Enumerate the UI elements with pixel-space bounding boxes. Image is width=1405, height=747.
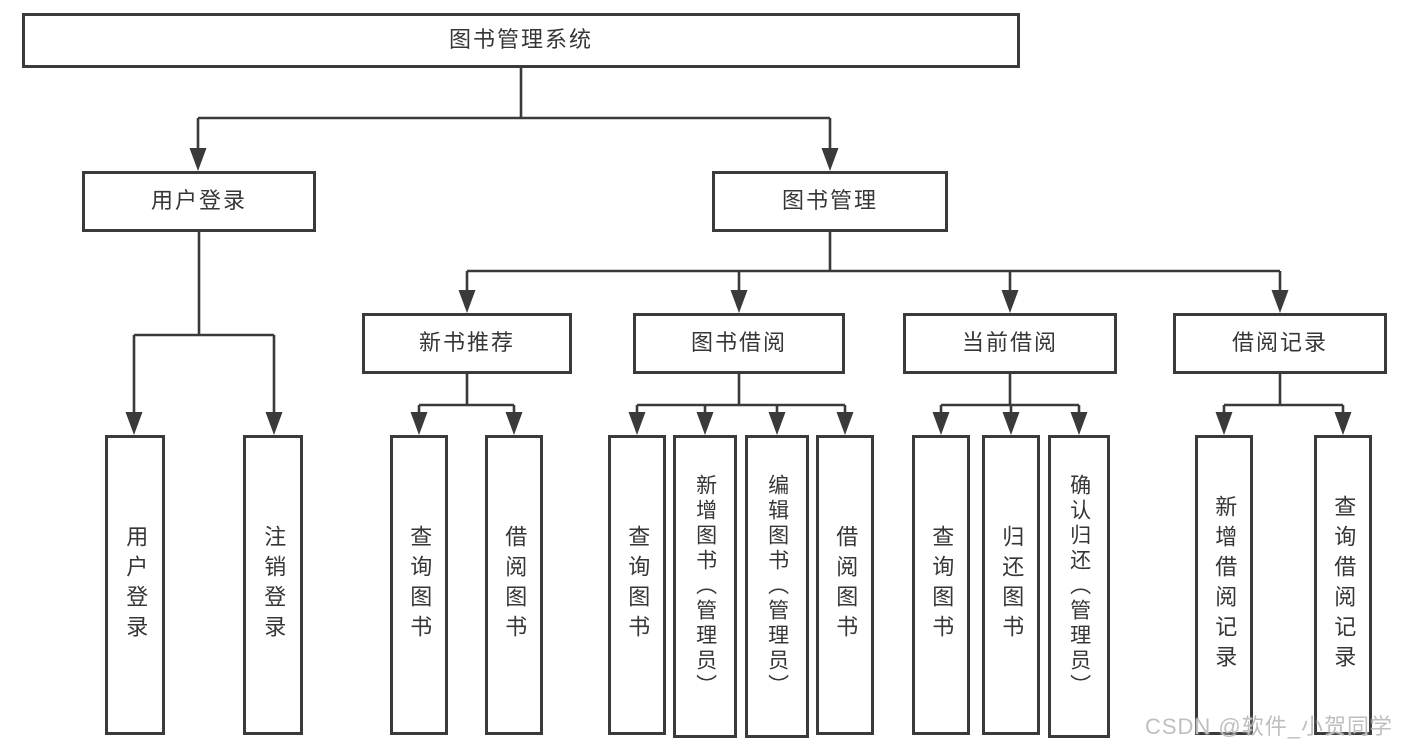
node-book-management: 图书管理 xyxy=(712,171,948,232)
node-leaf-user-login: 用户登录 xyxy=(105,435,165,735)
node-user-login: 用户登录 xyxy=(82,171,316,232)
node-root: 图书管理系统 xyxy=(22,13,1020,68)
node-leaf-edit-book-admin: 编辑图书（管理员） xyxy=(745,435,809,738)
node-leaf-query-books-current: 查询图书 xyxy=(912,435,970,735)
node-leaf-logout: 注销登录 xyxy=(243,435,303,735)
node-leaf-return-book: 归还图书 xyxy=(982,435,1040,735)
node-leaf-query-books-recommend: 查询图书 xyxy=(390,435,448,735)
watermark-text: CSDN @软件_小贺同学 xyxy=(1144,714,1393,739)
node-leaf-confirm-return-admin: 确认归还（管理员） xyxy=(1048,435,1110,738)
node-leaf-add-book-admin: 新增图书（管理员） xyxy=(673,435,737,738)
arrowheads xyxy=(125,148,1352,435)
node-leaf-borrow-books-borrowing: 借阅图书 xyxy=(816,435,874,735)
node-leaf-add-borrow-record: 新增借阅记录 xyxy=(1195,435,1253,735)
node-new-book-recommend: 新书推荐 xyxy=(362,313,572,374)
node-book-borrowing: 图书借阅 xyxy=(633,313,845,374)
node-leaf-borrow-books-recommend: 借阅图书 xyxy=(485,435,543,735)
node-current-borrowing: 当前借阅 xyxy=(903,313,1117,374)
node-leaf-query-borrow-record: 查询借阅记录 xyxy=(1314,435,1372,735)
node-leaf-query-books-borrowing: 查询图书 xyxy=(608,435,666,735)
node-borrowing-records: 借阅记录 xyxy=(1173,313,1387,374)
